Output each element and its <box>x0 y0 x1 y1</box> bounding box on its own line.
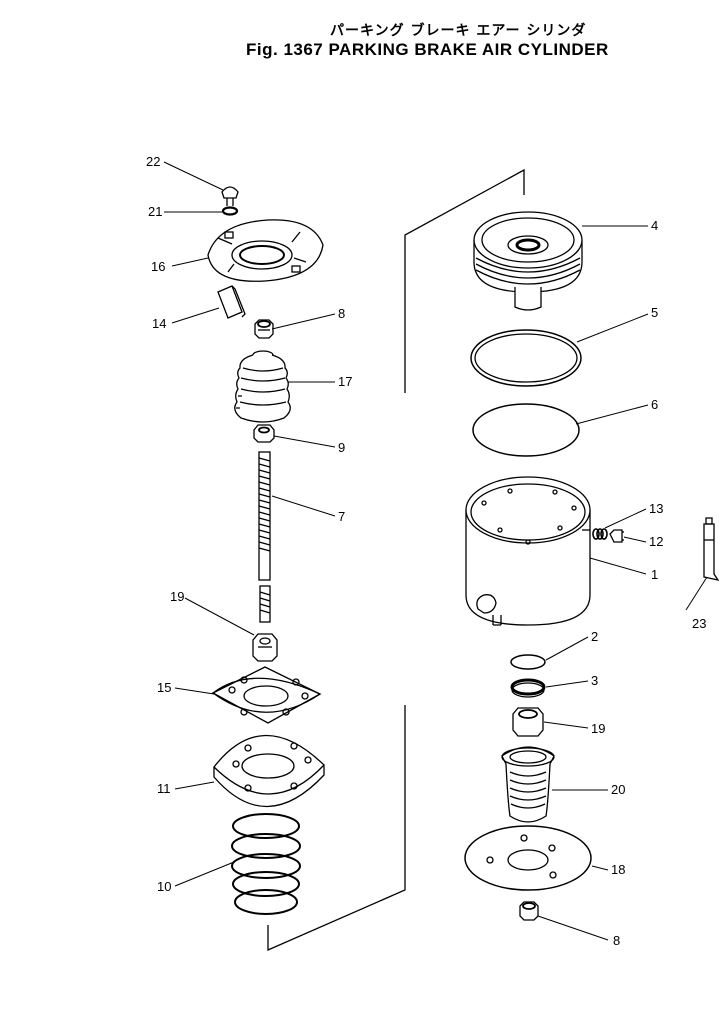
callout-7: 7 <box>338 509 345 524</box>
callout-14: 14 <box>152 316 166 331</box>
part-8-nut-lower <box>519 901 539 921</box>
callout-16: 16 <box>151 259 165 274</box>
part-1-cylinder <box>465 476 591 626</box>
part-17-boot <box>234 350 291 423</box>
callout-23: 23 <box>692 616 706 631</box>
part-2-oring <box>510 654 546 670</box>
callout-8-lower: 8 <box>613 933 620 948</box>
part-9-nut <box>253 424 275 443</box>
part-7-rod <box>258 451 271 623</box>
leader-lines <box>163 161 708 941</box>
part-23-tube <box>703 517 719 581</box>
part-11-plate <box>213 734 325 808</box>
callout-5: 5 <box>651 305 658 320</box>
callout-6: 6 <box>651 397 658 412</box>
callout-18: 18 <box>611 862 625 877</box>
part-5-ring <box>470 329 582 387</box>
part-10-spring <box>231 813 301 915</box>
part-16-plate <box>207 219 324 282</box>
assembly-bracket <box>267 168 525 951</box>
callout-11: 11 <box>157 781 171 796</box>
part-19-nut-left <box>252 633 278 662</box>
callout-19-right: 19 <box>591 721 605 736</box>
part-22-bolt <box>221 186 239 206</box>
part-15-plate <box>211 666 322 724</box>
callout-labels: 22 21 16 14 8 17 9 7 19 15 11 10 4 5 6 1… <box>146 154 706 948</box>
callout-1: 1 <box>651 567 658 582</box>
part-19-bushing-right <box>512 707 544 737</box>
part-13-small-part <box>592 528 608 540</box>
part-18-plate <box>464 825 592 891</box>
callout-10: 10 <box>157 879 171 894</box>
callout-12: 12 <box>649 534 663 549</box>
title-japanese: パーキング ブレーキ エアー シリンダ <box>330 23 587 39</box>
callout-3: 3 <box>591 673 598 688</box>
part-8-nut-upper <box>254 319 274 339</box>
callout-19-left: 19 <box>170 589 184 604</box>
callout-2: 2 <box>591 629 598 644</box>
part-4-piston <box>473 211 583 311</box>
callout-9: 9 <box>338 440 345 455</box>
part-3-seal <box>510 678 546 698</box>
part-6-oring <box>472 403 580 457</box>
title-english: Fig. 1367 PARKING BRAKE AIR CYLINDER <box>246 40 609 59</box>
callout-22: 22 <box>146 154 160 169</box>
callout-15: 15 <box>157 680 171 695</box>
part-21-washer <box>221 206 239 216</box>
callout-21: 21 <box>148 204 162 219</box>
callout-8-upper: 8 <box>338 306 345 321</box>
part-20-bellows <box>501 746 555 823</box>
callout-13: 13 <box>649 501 663 516</box>
callout-20: 20 <box>611 782 625 797</box>
callout-4: 4 <box>651 218 658 233</box>
callout-17: 17 <box>338 374 352 389</box>
part-12-plug <box>609 529 624 543</box>
part-14-key <box>217 285 246 319</box>
